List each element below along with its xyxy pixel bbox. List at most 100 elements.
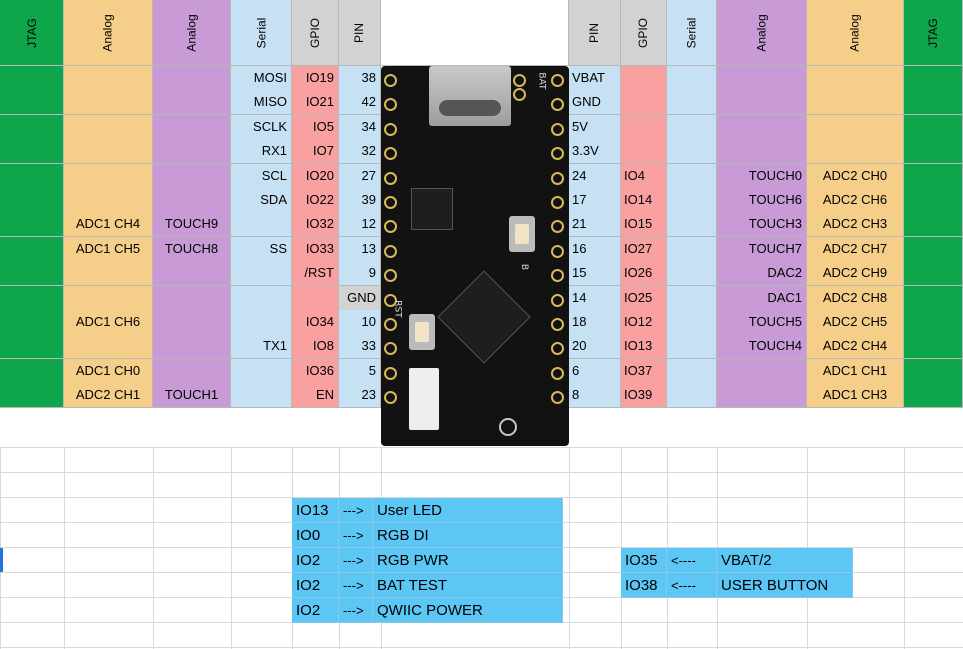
left-cell-pin[interactable]: 12 xyxy=(339,212,381,238)
right-cell-analog-b[interactable]: ADC2 CH7 xyxy=(807,236,904,262)
right-cell-pin[interactable]: 24 xyxy=(569,163,621,189)
left-legend-gpio[interactable]: IO0 xyxy=(292,523,339,548)
right-legend-gpio[interactable]: IO38 xyxy=(621,573,667,598)
left-cell-analog-a[interactable]: ADC1 CH4 xyxy=(64,212,153,238)
left-cell-analog-a[interactable] xyxy=(64,139,153,165)
right-cell-gpio[interactable]: IO26 xyxy=(621,261,667,287)
left-cell-analog-a[interactable] xyxy=(64,163,153,189)
left-cell-gpio[interactable]: IO19 xyxy=(292,66,339,91)
left-cell-analog-a[interactable] xyxy=(64,261,153,287)
left-cell-analog-b[interactable] xyxy=(153,358,231,384)
right-cell-analog-b[interactable]: ADC2 CH4 xyxy=(807,334,904,360)
left-cell-serial[interactable]: MISO xyxy=(231,90,292,116)
right-cell-serial[interactable] xyxy=(667,310,717,335)
left-cell-serial[interactable] xyxy=(231,358,292,384)
left-cell-serial[interactable]: SCL xyxy=(231,163,292,189)
left-cell-jtag[interactable] xyxy=(0,285,64,311)
right-cell-analog-a[interactable]: TOUCH7 xyxy=(717,236,807,262)
right-cell-pin[interactable]: 5V xyxy=(569,114,621,140)
left-cell-analog-b[interactable] xyxy=(153,66,231,91)
right-cell-pin[interactable]: 15 xyxy=(569,261,621,287)
left-legend-label[interactable]: User LED xyxy=(373,498,563,523)
right-cell-pin[interactable]: GND xyxy=(569,90,621,116)
right-cell-pin[interactable]: 14 xyxy=(569,285,621,311)
right-cell-analog-a[interactable]: TOUCH4 xyxy=(717,334,807,360)
right-cell-analog-a[interactable] xyxy=(717,358,807,384)
right-cell-pin[interactable]: 21 xyxy=(569,212,621,238)
left-legend-label[interactable]: RGB DI xyxy=(373,523,563,548)
left-cell-pin[interactable]: 39 xyxy=(339,188,381,213)
left-cell-analog-a[interactable] xyxy=(64,90,153,116)
right-legend-label[interactable]: USER BUTTON xyxy=(717,573,853,598)
right-cell-analog-b[interactable]: ADC1 CH3 xyxy=(807,383,904,409)
right-cell-gpio[interactable] xyxy=(621,114,667,140)
left-cell-jtag[interactable] xyxy=(0,236,64,262)
right-cell-gpio[interactable]: IO15 xyxy=(621,212,667,238)
right-cell-pin[interactable]: 3.3V xyxy=(569,139,621,165)
left-cell-jtag[interactable] xyxy=(0,66,64,91)
right-cell-analog-b[interactable]: ADC2 CH9 xyxy=(807,261,904,287)
left-cell-analog-a[interactable] xyxy=(64,66,153,91)
right-cell-analog-b[interactable] xyxy=(807,66,904,91)
left-cell-serial[interactable]: TX1 xyxy=(231,334,292,360)
right-cell-jtag[interactable] xyxy=(904,188,963,213)
right-cell-gpio[interactable] xyxy=(621,90,667,116)
right-cell-jtag[interactable] xyxy=(904,236,963,262)
left-cell-gpio[interactable]: IO33 xyxy=(292,236,339,262)
left-cell-analog-a[interactable] xyxy=(64,188,153,213)
left-legend-arrow[interactable]: ---> xyxy=(339,598,373,623)
left-cell-pin[interactable]: 38 xyxy=(339,66,381,91)
right-cell-gpio[interactable]: IO13 xyxy=(621,334,667,360)
right-cell-serial[interactable] xyxy=(667,90,717,116)
right-legend-label[interactable]: VBAT/2 xyxy=(717,548,853,573)
left-cell-jtag[interactable] xyxy=(0,114,64,140)
left-cell-serial[interactable]: MOSI xyxy=(231,66,292,91)
right-cell-analog-b[interactable]: ADC2 CH0 xyxy=(807,163,904,189)
right-cell-jtag[interactable] xyxy=(904,139,963,165)
right-header-analog-b[interactable]: Analog xyxy=(807,0,904,66)
left-cell-serial[interactable] xyxy=(231,285,292,311)
left-cell-gpio[interactable] xyxy=(292,285,339,311)
right-cell-serial[interactable] xyxy=(667,188,717,213)
right-cell-gpio[interactable] xyxy=(621,66,667,91)
left-cell-gpio[interactable]: IO32 xyxy=(292,212,339,238)
left-cell-gpio[interactable]: IO21 xyxy=(292,90,339,116)
left-cell-gpio[interactable]: /RST xyxy=(292,261,339,287)
left-cell-serial[interactable]: SS xyxy=(231,236,292,262)
left-cell-analog-b[interactable] xyxy=(153,285,231,311)
right-cell-serial[interactable] xyxy=(667,139,717,165)
right-cell-jtag[interactable] xyxy=(904,285,963,311)
right-legend-arrow[interactable]: <---- xyxy=(667,573,717,598)
right-cell-analog-b[interactable] xyxy=(807,114,904,140)
left-cell-analog-a[interactable]: ADC2 CH1 xyxy=(64,383,153,409)
left-legend-gpio[interactable]: IO2 xyxy=(292,548,339,573)
left-cell-analog-a[interactable]: ADC1 CH5 xyxy=(64,236,153,262)
right-cell-serial[interactable] xyxy=(667,236,717,262)
left-cell-analog-b[interactable] xyxy=(153,114,231,140)
right-cell-jtag[interactable] xyxy=(904,163,963,189)
right-cell-pin[interactable]: VBAT xyxy=(569,66,621,91)
left-cell-analog-b[interactable] xyxy=(153,163,231,189)
left-cell-pin[interactable]: 33 xyxy=(339,334,381,360)
right-legend-gpio[interactable]: IO35 xyxy=(621,548,667,573)
left-cell-gpio[interactable]: EN xyxy=(292,383,339,409)
left-legend-arrow[interactable]: ---> xyxy=(339,498,373,523)
right-cell-serial[interactable] xyxy=(667,212,717,238)
right-cell-serial[interactable] xyxy=(667,261,717,287)
left-legend-label[interactable]: RGB PWR xyxy=(373,548,563,573)
left-cell-pin[interactable]: 10 xyxy=(339,310,381,335)
left-legend-label[interactable]: QWIIC POWER xyxy=(373,598,563,623)
left-legend-arrow[interactable]: ---> xyxy=(339,523,373,548)
left-cell-gpio[interactable]: IO20 xyxy=(292,163,339,189)
right-cell-gpio[interactable]: IO25 xyxy=(621,285,667,311)
board-header-cell[interactable] xyxy=(381,0,569,66)
left-cell-pin[interactable]: 34 xyxy=(339,114,381,140)
left-cell-pin[interactable]: 42 xyxy=(339,90,381,116)
left-cell-jtag[interactable] xyxy=(0,310,64,335)
right-cell-serial[interactable] xyxy=(667,163,717,189)
right-cell-serial[interactable] xyxy=(667,285,717,311)
left-cell-jtag[interactable] xyxy=(0,163,64,189)
left-header-jtag[interactable]: JTAG xyxy=(0,0,64,66)
left-header-gpio[interactable]: GPIO xyxy=(292,0,339,66)
left-cell-jtag[interactable] xyxy=(0,139,64,165)
